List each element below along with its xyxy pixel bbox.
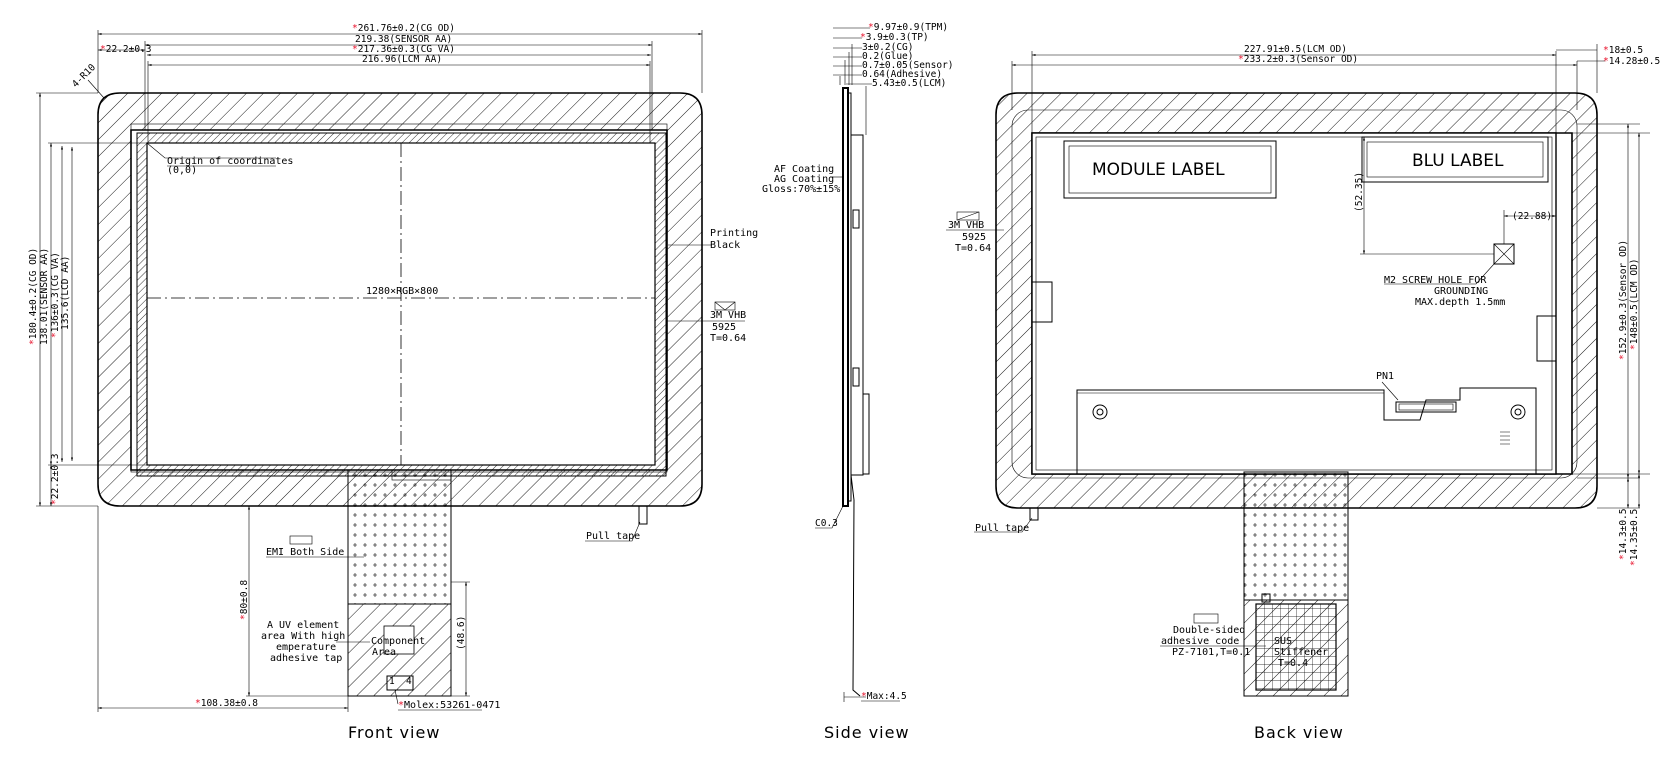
front-component-area [383, 625, 415, 655]
side-cover-glass [842, 87, 849, 507]
back-screw-line1: M2 SCREW HOLE FOR [1384, 275, 1487, 286]
back-lcm-od-width: 227.91±0.5(LCM OD) [1244, 44, 1347, 55]
front-sensor-aa-height: 138.01(SENSOR AA) [39, 248, 50, 345]
front-connector [386, 675, 414, 691]
side-lcm-thickness: 5.43±0.5(LCM) [872, 78, 946, 89]
front-pin-1: 1 [389, 676, 395, 687]
side-lcm [850, 134, 864, 476]
back-sus-line2: Stiffener [1274, 647, 1328, 658]
back-pn1: PN1 [1376, 371, 1394, 382]
back-tape-line1: 3M VHB [948, 220, 984, 231]
front-pin-4: 4 [406, 676, 412, 687]
front-bottom-border: *22.2±0.3 [50, 454, 61, 506]
front-lcd-aa-height: 135.6(LCD AA) [60, 256, 71, 330]
side-coating-line3: Gloss:70%±15% [762, 184, 840, 195]
back-sus-line3: T=0.4 [1278, 658, 1308, 669]
front-connector-label: *Molex:53261-0471 [398, 700, 500, 711]
front-tape-line2: 5925 [712, 322, 736, 333]
back-ds-line1: Double-sided [1173, 625, 1245, 636]
front-view-title: Front view [348, 723, 440, 742]
front-component-line2: Area [372, 647, 396, 658]
front-origin-coord: (0,0) [167, 165, 197, 176]
front-pull-tape [638, 505, 648, 525]
back-sus-area [1255, 603, 1337, 691]
front-tape-line1: 3M VHB [710, 310, 746, 321]
front-origin-label: Origin of coordinates [167, 156, 293, 167]
front-tape-line3: T=0.64 [710, 333, 746, 344]
back-sus-line1: SUS [1274, 636, 1292, 647]
front-uv-line3: emperature [276, 642, 336, 653]
back-screw-y: (52.35) [1354, 172, 1365, 212]
front-component-height: (48.6) [456, 616, 467, 650]
front-component-line1: Component [371, 636, 425, 647]
side-cg: 3±0.2(CG) [862, 42, 913, 53]
front-printing-line2: Black [710, 240, 740, 251]
back-lcm-od-height: *148±0.5(LCM OD) [1629, 258, 1640, 350]
back-tape-symbol [956, 211, 980, 221]
front-fpc-length: *80±0.8 [239, 580, 250, 620]
back-view: MODULE LABEL BLU LABEL (52.35) (22.88) M… [946, 44, 1660, 742]
front-emi-label: EMI Both Side [266, 547, 344, 558]
front-sensor-aa-width: 219.38(SENSOR AA) [355, 34, 452, 45]
front-corner-radius: 4-R10 [70, 62, 98, 90]
back-pcb [1076, 387, 1537, 475]
side-adhesive: 0.64(Adhesive) [862, 69, 942, 80]
front-cg-od-width: *261.76±0.2(CG OD) [352, 23, 455, 34]
side-sensor-thickness: 0.7±0.05(Sensor) [862, 60, 954, 71]
front-uv-line1: A UV element [267, 620, 339, 631]
front-fpc [347, 469, 452, 605]
front-tape-symbol [714, 301, 736, 311]
side-glue: 0.2(Glue) [862, 51, 913, 62]
back-ds-line3: PZ-7101,T=0.1 [1172, 647, 1250, 658]
front-resolution: 1280×RGB×800 [366, 286, 438, 297]
back-pull-tape-label: Pull tape [975, 523, 1029, 534]
back-module-label-box [1063, 140, 1277, 199]
back-pull-tape [1029, 507, 1039, 521]
back-blu-label: BLU LABEL [1412, 151, 1504, 171]
side-coating-line1: AF Coating [774, 164, 834, 175]
side-coating-line2: AG Coating [774, 174, 834, 185]
back-module-label: MODULE LABEL [1092, 160, 1225, 180]
back-blu-label-box [1361, 136, 1549, 183]
front-lcm-aa-width: 216.96(LCM AA) [362, 54, 442, 65]
back-screw-line3: MAX.depth 1.5mm [1415, 297, 1505, 308]
front-view: 1280×RGB×800 Origin of coordinates (0,0)… [28, 23, 758, 742]
front-uv-line2: area With high [261, 631, 345, 642]
side-tpm: *9.97±0.9(TPM) [868, 22, 948, 33]
side-view: *9.97±0.9(TPM) *3.9±0.3(TP) 3±0.2(CG) 0.… [762, 22, 954, 742]
front-fpc-position: *108.38±0.8 [195, 698, 258, 709]
front-uv-line4: adhesive tap [270, 653, 342, 664]
back-view-title: Back view [1254, 723, 1344, 742]
front-printing-line1: Printing [710, 228, 758, 239]
front-pull-tape-label: Pull tape [586, 531, 640, 542]
front-left-border: *22.2±0.3 [100, 44, 152, 55]
back-ds-line2: adhesive code [1161, 636, 1239, 647]
back-bottom-143: *14.3±0.5 [1618, 509, 1629, 561]
front-emi-symbol [289, 535, 313, 545]
side-c03: C0.3 [815, 518, 838, 529]
back-screw-x: (22.88) [1512, 211, 1552, 222]
back-fpc [1243, 471, 1349, 601]
back-screw-line2: GROUNDING [1434, 286, 1488, 297]
side-view-title: Side view [824, 723, 910, 742]
back-sensor-od-width: *233.2±0.3(Sensor OD) [1238, 54, 1358, 65]
side-max: *Max:4.5 [861, 691, 907, 702]
side-tp: *3.9±0.3(TP) [860, 32, 929, 43]
front-cg-va-width: *217.36±0.3(CG VA) [352, 44, 455, 55]
back-right-18: *18±0.5 [1603, 45, 1643, 56]
front-cg-od-height: *180.4±0.2(CG OD) [28, 248, 39, 345]
back-sensor-od-height: *152.9±0.3(Sensor OD) [1618, 240, 1629, 360]
back-tape-line2: 5925 [962, 232, 986, 243]
front-cg-va-height: *136±0.3(CG VA) [50, 252, 61, 338]
back-ds-symbol [1193, 613, 1219, 624]
back-tape-line3: T=0.64 [955, 243, 991, 254]
back-bottom-1435: *14.35±0.5 [1629, 509, 1640, 566]
back-right-1428: *14.28±0.5 [1603, 56, 1660, 67]
